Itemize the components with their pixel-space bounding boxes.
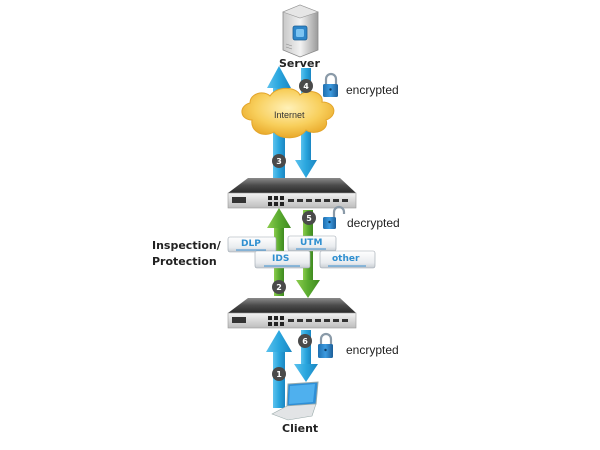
step-badge-5: 5 (302, 211, 316, 225)
step-badge-6: 6 (298, 334, 312, 348)
module-ids-shape (254, 250, 311, 269)
lock-closed-icon (318, 332, 333, 358)
step-badge-2: 2 (272, 280, 286, 294)
step-badge-4: 4 (299, 79, 313, 93)
inspection-label-line1: Inspection/ (152, 239, 221, 252)
status-top-encrypted: encrypted (346, 83, 399, 97)
module-other-label: other (332, 254, 360, 264)
lock-open-icon (323, 205, 346, 229)
module-utm-label: UTM (300, 238, 323, 248)
server-label: Server (279, 57, 320, 70)
laptop-icon (271, 381, 319, 421)
module-dlp-label: DLP (241, 239, 261, 249)
module-ids-label: IDS (272, 254, 290, 264)
arrow-appliance-to-client (294, 330, 318, 382)
network-appliance-icon (227, 298, 357, 329)
inspection-label: Inspection/ Protection (152, 238, 221, 270)
module-other-shape (319, 250, 376, 269)
module-dlp-shape (227, 236, 277, 253)
lock-closed-icon (323, 72, 338, 97)
step-badge-1: 1 (272, 367, 286, 381)
status-bottom-encrypted: encrypted (346, 343, 399, 357)
inspection-label-line2: Protection (152, 255, 217, 268)
network-appliance-icon (227, 178, 357, 209)
status-middle-decrypted: decrypted (347, 216, 400, 230)
client-label: Client (282, 422, 319, 435)
step-badge-3: 3 (272, 154, 286, 168)
server-icon (282, 4, 319, 58)
module-utm-shape (287, 235, 337, 252)
cloud-icon (241, 87, 335, 139)
internet-label: Internet (274, 110, 305, 120)
